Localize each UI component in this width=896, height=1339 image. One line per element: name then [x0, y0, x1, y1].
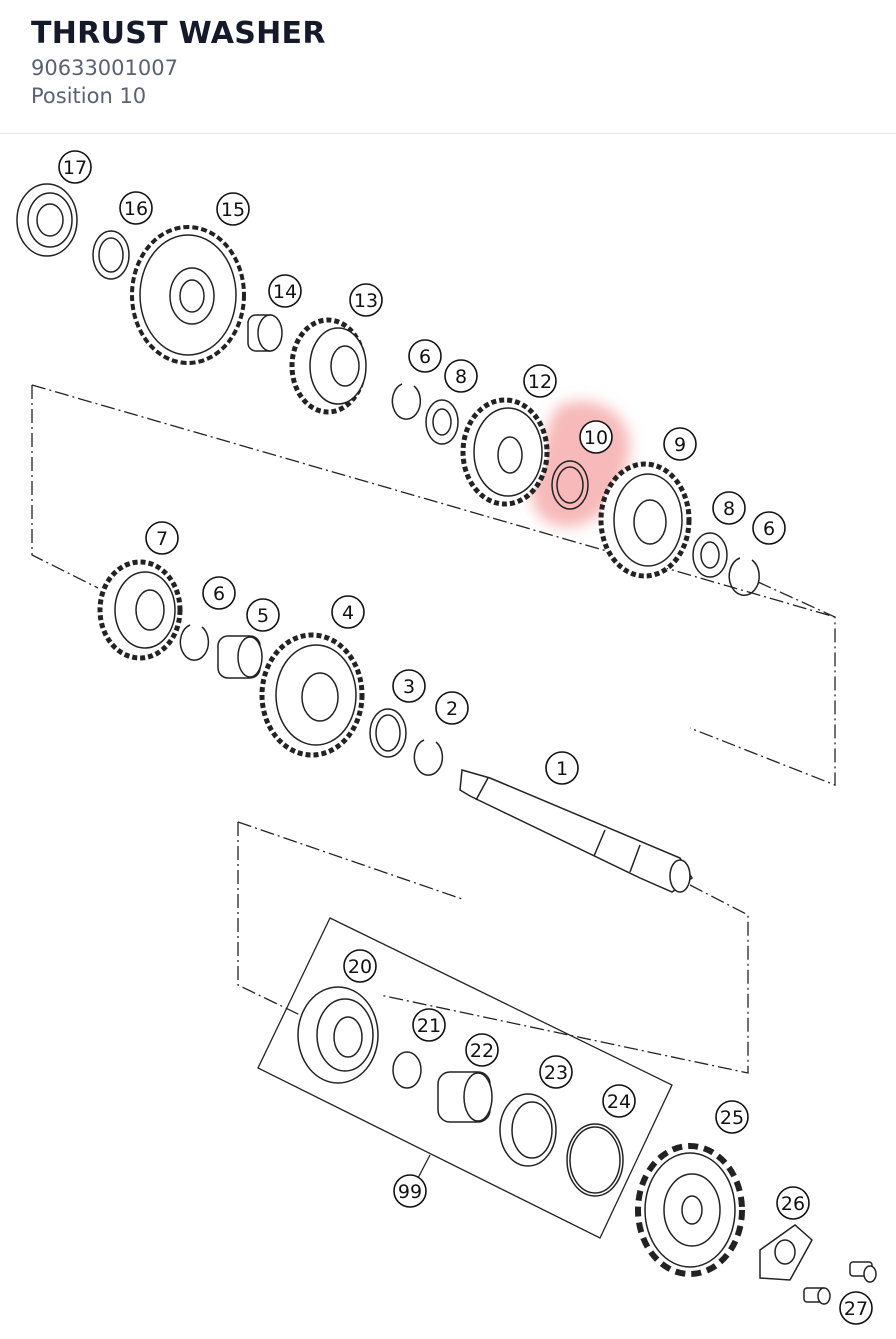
svg-text:99: 99 [398, 1181, 422, 1203]
callout-14[interactable]: 14 [268, 274, 302, 308]
part-26-lock-plate[interactable] [759, 1224, 813, 1281]
part-header: THRUST WASHER 90633001007 Position 10 [0, 0, 896, 134]
callout-27[interactable]: 27 [839, 1291, 873, 1325]
callout-22[interactable]: 22 [465, 1033, 499, 1067]
part-14-bushing[interactable] [247, 314, 283, 352]
part-5-bushing[interactable] [217, 635, 263, 679]
svg-text:14: 14 [273, 281, 297, 303]
svg-text:13: 13 [354, 290, 378, 312]
part-1-shaft[interactable] [459, 769, 694, 893]
part-24-ring[interactable] [566, 1123, 624, 1197]
callout-26[interactable]: 26 [776, 1186, 810, 1220]
svg-text:27: 27 [844, 1298, 868, 1320]
callout-12[interactable]: 12 [523, 364, 557, 398]
callout-6-left[interactable]: 6 [202, 576, 236, 610]
part-6-circlip-upper[interactable] [391, 383, 422, 420]
svg-text:20: 20 [348, 956, 372, 978]
part-23-seal[interactable] [499, 1093, 557, 1167]
part-10-thrust-washer[interactable] [551, 460, 589, 510]
callout-17[interactable]: 17 [58, 150, 92, 184]
callout-23[interactable]: 23 [539, 1055, 573, 1089]
part-6-circlip-left[interactable] [179, 624, 210, 661]
svg-text:6: 6 [419, 346, 431, 368]
svg-text:16: 16 [124, 198, 148, 220]
part-13-gear[interactable] [289, 317, 367, 415]
part-20-bearing[interactable] [297, 986, 379, 1084]
svg-text:8: 8 [723, 498, 735, 520]
part-21-ring[interactable] [392, 1051, 422, 1089]
callout-6-right[interactable]: 6 [752, 511, 786, 545]
svg-text:17: 17 [63, 157, 87, 179]
svg-text:21: 21 [417, 1015, 441, 1037]
svg-text:25: 25 [720, 1107, 744, 1129]
callout-5[interactable]: 5 [246, 598, 280, 632]
callout-4[interactable]: 4 [331, 595, 365, 629]
callout-9[interactable]: 9 [663, 427, 697, 461]
part-99-kit-frame[interactable] [257, 917, 673, 1239]
part-16-washer[interactable] [92, 230, 130, 280]
callout-7[interactable]: 7 [145, 521, 179, 555]
svg-text:6: 6 [213, 583, 225, 605]
svg-text:8: 8 [455, 366, 467, 388]
svg-text:4: 4 [342, 602, 354, 624]
callout-99[interactable]: 99 [393, 1174, 427, 1208]
part-3-washer[interactable] [369, 708, 407, 758]
svg-text:9: 9 [674, 434, 686, 456]
callout-16[interactable]: 16 [119, 191, 153, 225]
callout-2[interactable]: 2 [435, 691, 469, 725]
svg-text:7: 7 [156, 528, 168, 550]
part-12-gear[interactable] [460, 397, 550, 507]
svg-text:10: 10 [584, 427, 608, 449]
part-number: 90633001007 [31, 56, 178, 80]
part-2-circlip[interactable] [413, 739, 444, 776]
svg-text:1: 1 [556, 758, 568, 780]
part-27-bolts[interactable] [803, 1261, 877, 1305]
callout-24[interactable]: 24 [602, 1084, 636, 1118]
part-8-lockwasher-lower[interactable] [692, 532, 728, 578]
part-22-bushing[interactable] [437, 1071, 493, 1123]
svg-text:22: 22 [470, 1040, 494, 1062]
callout-15[interactable]: 15 [216, 192, 250, 226]
callout-25[interactable]: 25 [715, 1100, 749, 1134]
callout-21[interactable]: 21 [412, 1008, 446, 1042]
svg-text:6: 6 [763, 518, 775, 540]
part-25-sprocket[interactable] [635, 1143, 745, 1277]
callout-8-lower[interactable]: 8 [712, 491, 746, 525]
svg-text:15: 15 [221, 199, 245, 221]
part-7-gear[interactable] [97, 559, 183, 661]
part-position: Position 10 [31, 84, 147, 108]
callout-1[interactable]: 1 [545, 751, 579, 785]
part-17-bearing[interactable] [16, 183, 78, 257]
part-4-gear[interactable] [259, 632, 365, 758]
callout-8-upper[interactable]: 8 [444, 359, 478, 393]
part-9-gear[interactable] [598, 461, 692, 579]
part-8-lockwasher-upper[interactable] [425, 399, 459, 445]
callout-6-upper[interactable]: 6 [408, 339, 442, 373]
svg-text:2: 2 [446, 698, 458, 720]
callout-labels: 17 16 15 14 13 6 8 12 10 9 8 6 7 6 5 4 3… [58, 150, 873, 1325]
callout-20[interactable]: 20 [343, 949, 377, 983]
part-6-circlip-right[interactable] [728, 557, 760, 596]
svg-text:24: 24 [607, 1091, 631, 1113]
callout-13[interactable]: 13 [349, 283, 383, 317]
exploded-diagram: 17 16 15 14 13 6 8 12 10 9 8 6 7 6 5 4 3… [0, 135, 896, 1335]
callout-10[interactable]: 10 [579, 420, 613, 454]
callout-3[interactable]: 3 [392, 669, 426, 703]
svg-text:23: 23 [544, 1062, 568, 1084]
svg-text:3: 3 [403, 676, 415, 698]
svg-text:12: 12 [528, 371, 552, 393]
part-15-gear[interactable] [130, 225, 246, 365]
part-title: THRUST WASHER [31, 16, 326, 51]
assembly-frame-lines [31, 384, 836, 1074]
svg-text:5: 5 [257, 605, 269, 627]
svg-text:26: 26 [781, 1193, 805, 1215]
